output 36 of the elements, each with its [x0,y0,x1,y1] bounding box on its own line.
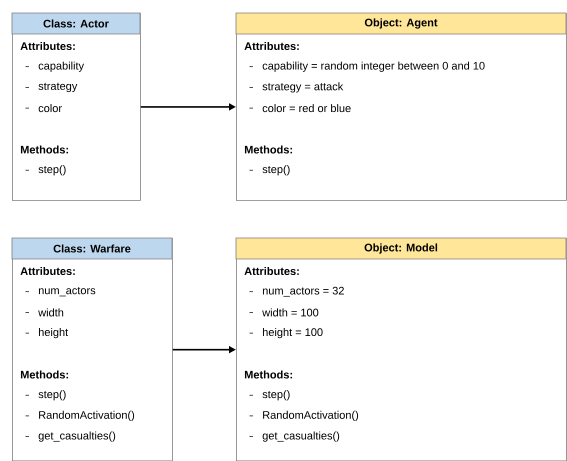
list-item: num_actors [38,287,96,296]
box-header: Class: Warfare [12,238,172,260]
list-item: get_casualties() [38,431,116,442]
list-item: RandomActivation() [39,410,134,422]
box-header: Object: Model [236,238,566,260]
box-header: Object: Agent [236,12,566,34]
list-item: RandomActivation() [263,410,358,422]
list-item: height = 100 [262,328,323,338]
object-box [236,238,567,461]
list-item: color [38,104,62,112]
section-heading: Methods: [20,145,68,154]
section-heading: Methods: [20,370,68,379]
class-box [12,238,173,461]
list-item: capability [38,62,84,72]
section-heading: Attributes: [20,42,75,50]
list-item: color = red or blue [262,104,351,112]
section-heading: Attributes: [244,266,299,276]
list-item: width = 100 [262,308,318,316]
section-heading: Methods: [244,145,292,154]
list-item: strategy = attack [262,82,344,93]
list-item: strategy [38,82,78,92]
list-item: height [38,328,68,338]
section-heading: Attributes: [244,42,299,50]
list-item: step() [262,390,290,400]
section-heading: Attributes: [20,266,75,276]
list-item: get_casualties() [262,431,340,442]
box-header: Class: Actor [12,12,140,34]
list-item: step() [38,165,66,176]
list-item: capability = random integer between 0 and 10 [262,62,485,72]
list-item: num_actors = 32 [262,286,344,297]
section-heading: Methods: [244,370,292,379]
list-item: step() [38,390,66,400]
class-box [12,12,141,201]
list-item: width [38,308,64,316]
object-box [236,12,567,201]
list-item: step() [262,165,290,176]
